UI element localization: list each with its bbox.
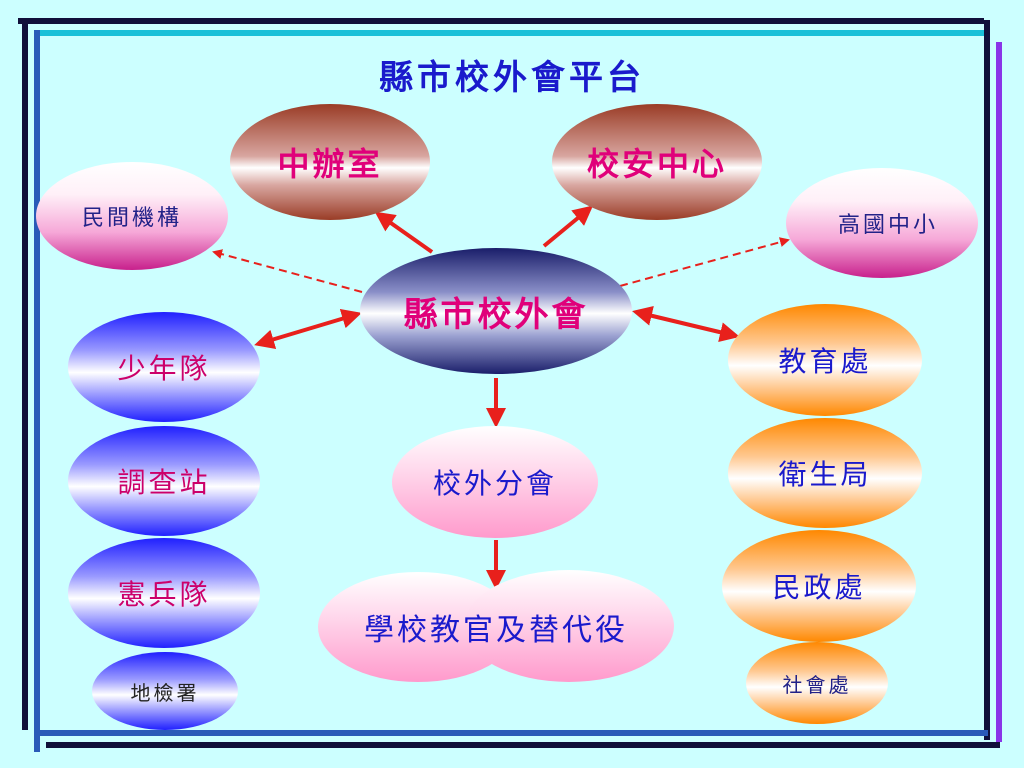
- node-zhongban: 中辦室: [230, 104, 430, 220]
- node-zhongban-label: 中辦室: [277, 145, 383, 183]
- node-minjian: 民間機構: [36, 162, 228, 270]
- node-jiaoyu: 教育處: [728, 304, 922, 416]
- node-gaoguo-label: 高國中小: [837, 213, 938, 238]
- node-minjian-label: 民間機構: [81, 206, 182, 231]
- frame-left-blue: [34, 30, 40, 752]
- page-title: 縣市校外會平台: [379, 58, 645, 98]
- node-xianbing: 憲兵隊: [68, 538, 260, 648]
- arrow-to-zhongban: [374, 211, 434, 254]
- node-branch-label: 校外分會: [432, 467, 557, 500]
- dashed-to-gaoguo: [619, 237, 790, 287]
- arrow-center-shaonian: [254, 309, 362, 349]
- node-branch: 校外分會: [392, 426, 598, 538]
- node-weisheng: 衛生局: [728, 418, 922, 528]
- node-school-right-oval: [464, 570, 674, 682]
- node-school: 學校教官及替代役: [318, 572, 674, 682]
- frame-left-dark: [22, 22, 28, 730]
- node-dijian: 地檢署: [92, 652, 238, 730]
- frame-right-dark: [984, 20, 990, 740]
- node-shehui: 社會處: [746, 642, 888, 724]
- node-minzheng-label: 民政處: [772, 571, 866, 604]
- node-shaonian: 少年隊: [68, 312, 260, 422]
- frame-bottom-blue: [40, 730, 988, 736]
- arrow-center-jiaoyu: [632, 306, 740, 342]
- arrow-to-xiaoan: [542, 205, 594, 248]
- node-center: 縣市校外會: [360, 248, 632, 374]
- node-xiaoan-label: 校安中心: [586, 145, 727, 183]
- node-diaocha: 調查站: [68, 426, 260, 536]
- node-dijian-label: 地檢署: [130, 680, 200, 705]
- node-shehui-label: 社會處: [782, 672, 852, 697]
- node-jiaoyu-label: 教育處: [778, 345, 872, 378]
- node-school-label: 學校教官及替代役: [364, 613, 628, 648]
- node-minzheng: 民政處: [722, 530, 916, 642]
- node-diaocha-label: 調查站: [117, 466, 211, 499]
- node-shaonian-label: 少年隊: [117, 352, 211, 385]
- node-xianbing-label: 憲兵隊: [117, 578, 211, 611]
- dashed-to-minjian: [212, 249, 363, 293]
- frame-top-cyan: [36, 30, 986, 36]
- frame-right-purple: [996, 42, 1002, 742]
- node-weisheng-label: 衛生局: [778, 458, 872, 491]
- node-xiaoan: 校安中心: [552, 104, 762, 220]
- node-gaoguo: 高國中小: [786, 168, 978, 278]
- frame-top-dark: [18, 18, 984, 24]
- node-center-label: 縣市校外會: [403, 294, 589, 335]
- frame-bottom-dark: [46, 742, 1000, 748]
